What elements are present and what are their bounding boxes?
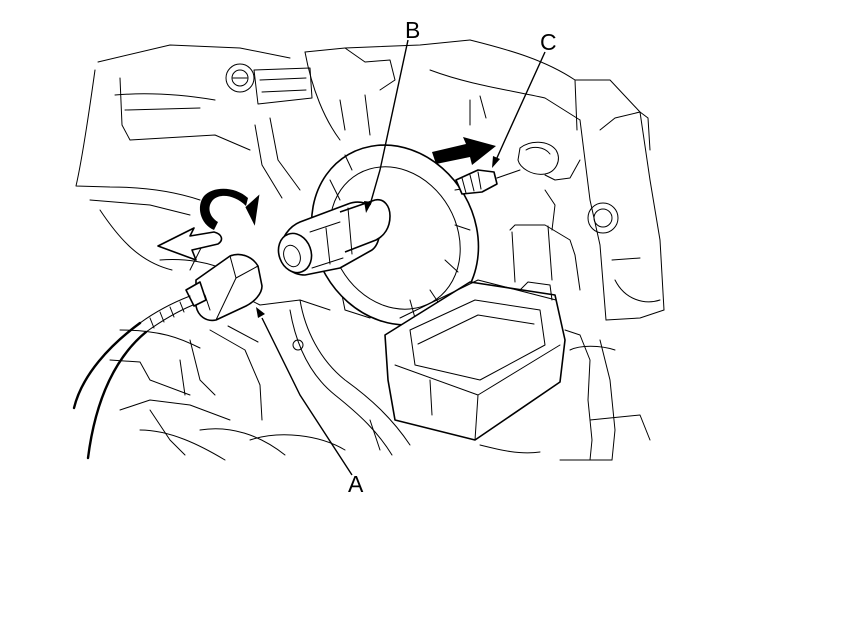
relay-box xyxy=(384,279,566,441)
wire-harness xyxy=(72,295,194,460)
engine-bay-background xyxy=(75,39,665,461)
callout-label-b: B xyxy=(405,17,420,43)
bulb-socket-b xyxy=(277,198,391,276)
headlight-housing xyxy=(310,144,480,326)
bulb-c xyxy=(455,141,559,195)
callout-label-c: C xyxy=(540,29,557,55)
connector-a xyxy=(185,253,263,322)
callout-label-a: A xyxy=(348,471,364,497)
rotate-arrow xyxy=(157,188,260,261)
callout-leaders xyxy=(256,39,546,476)
insert-direction-arrow xyxy=(432,137,496,165)
